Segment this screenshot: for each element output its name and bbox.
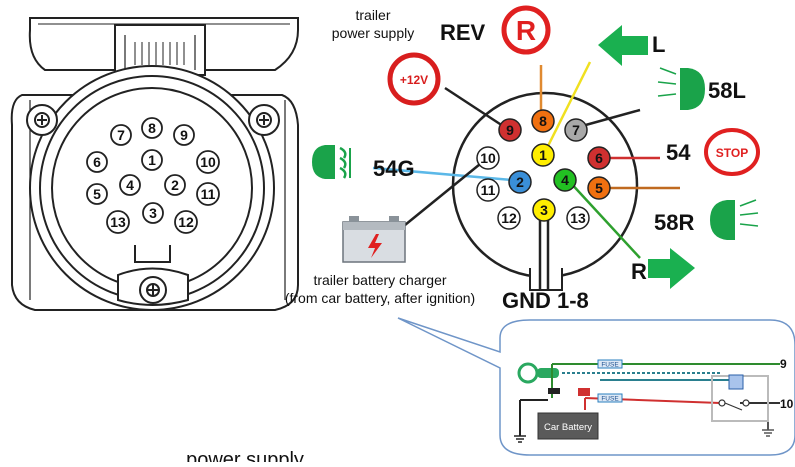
- left-pin-10: 10: [196, 150, 220, 174]
- left-pin-6: 6: [86, 151, 108, 173]
- left-pin-9: 9: [173, 124, 195, 146]
- svg-text:12: 12: [178, 214, 194, 230]
- fog-label: 58L: [708, 78, 746, 103]
- svg-text:6: 6: [595, 150, 603, 166]
- screw-icon: [248, 104, 280, 136]
- fuse-label: FUSE: [601, 396, 619, 403]
- right-turn-label: R: [631, 259, 647, 284]
- right-pin-12: 12: [497, 206, 521, 230]
- right-pin-2: 2: [508, 170, 532, 194]
- fuse-label: FUSE: [601, 362, 619, 369]
- svg-text:12: 12: [501, 210, 517, 226]
- right-pin-5: 5: [587, 176, 611, 200]
- right-pin-3: 3: [532, 198, 556, 222]
- stop-number-label: 54: [666, 140, 691, 165]
- ground-range-label: 1-8: [557, 288, 589, 313]
- charger-label-line1: trailer battery charger: [313, 272, 446, 288]
- bottom-cut-label: power supply: [186, 449, 304, 462]
- left-pin-12: 12: [174, 210, 198, 234]
- svg-text:STOP: STOP: [716, 146, 748, 160]
- inset-pin9-label: 9: [780, 357, 787, 371]
- svg-text:6: 6: [93, 154, 101, 170]
- svg-text:8: 8: [539, 113, 547, 129]
- trailer-power-label-line1: trailer: [355, 7, 390, 23]
- right-pin-11: 11: [476, 178, 500, 202]
- battery-icon: [342, 216, 406, 263]
- ground-icon: [762, 429, 774, 437]
- right-pin-13: 13: [566, 206, 590, 230]
- left-pin-2: 2: [164, 174, 186, 196]
- stop-sign-icon: STOP: [704, 128, 760, 176]
- right-pin-1: 1: [531, 143, 555, 167]
- left-arrow-icon: [598, 25, 648, 66]
- callout-inset: FUSE FUSE 9 10 Car Battery: [397, 317, 795, 456]
- left-turn-label: L: [652, 32, 665, 57]
- rev-label: REV: [440, 20, 486, 45]
- right-pin-6: 6: [587, 146, 611, 170]
- svg-text:+12V: +12V: [400, 73, 428, 87]
- svg-text:1: 1: [148, 152, 156, 168]
- left-socket: [10, 17, 299, 311]
- left-pin-5: 5: [86, 183, 108, 205]
- svg-text:R: R: [516, 15, 536, 46]
- svg-text:1: 1: [539, 147, 547, 163]
- svg-text:9: 9: [180, 127, 188, 143]
- lamp-icon: [657, 67, 705, 110]
- svg-text:10: 10: [480, 150, 496, 166]
- svg-text:9: 9: [506, 122, 514, 138]
- svg-text:3: 3: [540, 202, 548, 218]
- tail-right-label: 58R: [654, 210, 694, 235]
- left-pin-1: 1: [141, 149, 163, 171]
- svg-text:7: 7: [117, 127, 125, 143]
- svg-text:2: 2: [171, 177, 179, 193]
- screw-icon: [26, 104, 58, 136]
- left-pin-4: 4: [119, 174, 141, 196]
- svg-text:13: 13: [570, 210, 586, 226]
- left-pin-13: 13: [106, 210, 130, 234]
- inset-pin10-label: 10: [780, 397, 794, 411]
- car-battery-icon: Car Battery: [537, 388, 599, 440]
- left-pin-8: 8: [141, 117, 163, 139]
- left-pin-11: 11: [196, 182, 220, 206]
- svg-text:4: 4: [126, 177, 134, 193]
- wires: [372, 61, 680, 290]
- right-arrow-icon: [648, 248, 695, 289]
- lamp-icon: [710, 199, 759, 240]
- svg-text:11: 11: [201, 186, 216, 202]
- right-pin-4: 4: [553, 168, 577, 192]
- svg-text:5: 5: [93, 186, 101, 202]
- car-battery-label: Car Battery: [544, 422, 592, 433]
- left-pin-7: 7: [110, 124, 132, 146]
- svg-text:11: 11: [481, 182, 496, 198]
- relay-icon: [711, 374, 769, 422]
- screw-icon: [139, 276, 167, 304]
- right-pin-8: 8: [531, 109, 555, 133]
- svg-text:5: 5: [595, 180, 603, 196]
- reverse-sign-icon: R: [501, 5, 551, 55]
- fog-left-label: 54G: [373, 156, 415, 181]
- right-pin-7: 7: [564, 118, 588, 142]
- svg-text:4: 4: [561, 172, 569, 188]
- charger-label-line2: (from car battery, after ignition): [285, 290, 475, 306]
- svg-text:7: 7: [572, 122, 580, 138]
- left-pin-3: 3: [142, 202, 164, 224]
- key-icon: [517, 362, 559, 384]
- right-socket-pins: 9 8 7 10 1 6 2 4 11 5 3 12 13: [476, 109, 611, 230]
- svg-text:10: 10: [200, 154, 216, 170]
- right-pin-10: 10: [476, 146, 500, 170]
- svg-text:2: 2: [516, 174, 524, 190]
- fog-lamp-icon: [312, 145, 351, 179]
- ground-label: GND: [502, 288, 551, 313]
- svg-text:3: 3: [149, 205, 157, 221]
- ground-icon: [514, 435, 526, 443]
- plus-12v-icon: +12V: [387, 52, 441, 106]
- svg-text:13: 13: [110, 214, 126, 230]
- trailer-power-label-line2: power supply: [332, 25, 415, 41]
- right-pin-9: 9: [498, 118, 522, 142]
- svg-text:8: 8: [148, 120, 156, 136]
- left-socket-pins: 7 8 9 6 1 10 5 4 2 11 3 13 12: [86, 117, 220, 234]
